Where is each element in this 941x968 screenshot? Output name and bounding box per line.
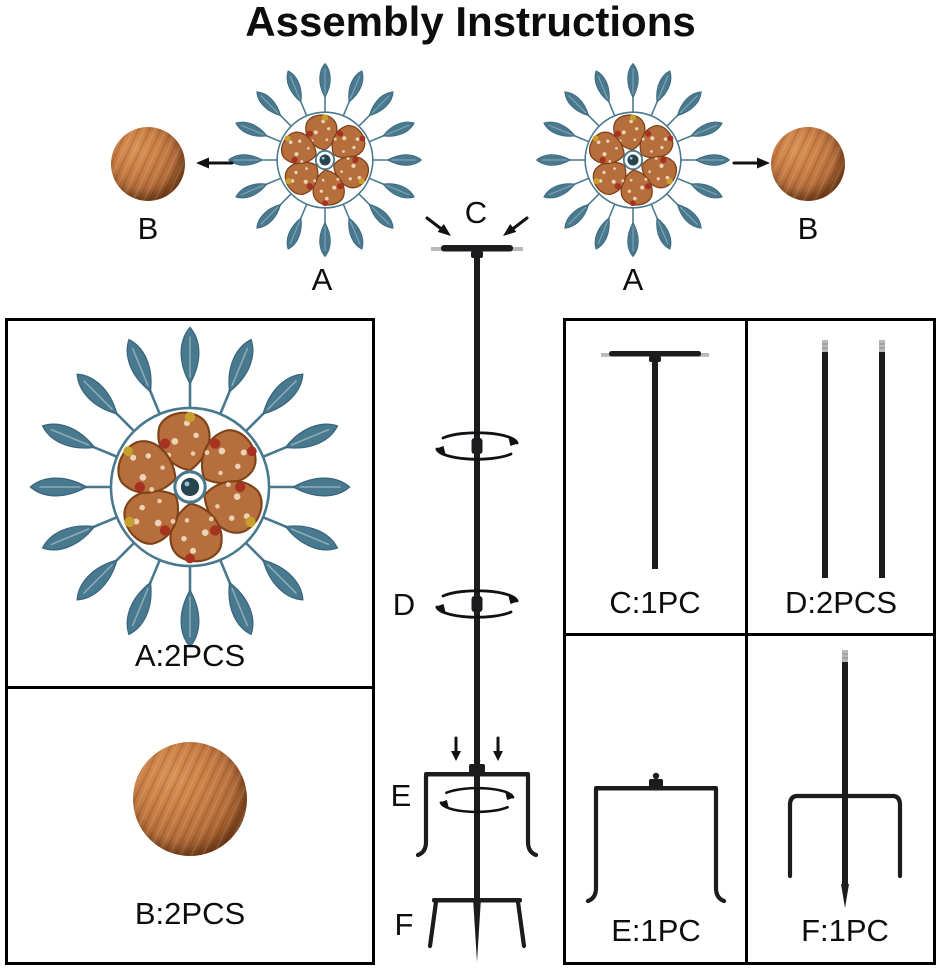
part-f-diagram	[787, 650, 903, 908]
label-c: C	[464, 195, 488, 230]
ball-b-sample	[133, 742, 247, 856]
label-b-left: B	[137, 211, 159, 246]
arrow-spinner-to-pole-left	[425, 216, 451, 236]
label-part-f: F:1PC	[801, 913, 889, 948]
stake-frame-in-assembly	[415, 757, 539, 858]
label-part-c: C:1PC	[609, 585, 701, 620]
part-c-diagram	[601, 351, 709, 569]
label-d: D	[392, 587, 416, 622]
panel-part-d	[745, 318, 936, 636]
part-d-diagram	[822, 340, 885, 578]
page-title: Assembly Instructions	[245, 0, 696, 45]
label-part-e: E:1PC	[611, 913, 701, 948]
arrow-to-ball-right	[732, 157, 770, 169]
panel-part-f	[745, 633, 936, 965]
spinner-a-left	[228, 63, 421, 256]
ball-b-right	[771, 127, 845, 201]
part-e-diagram	[585, 772, 727, 904]
label-b-right: B	[797, 211, 819, 246]
spinner-a-sample	[30, 327, 349, 646]
label-part-b: B:2PCS	[134, 896, 246, 931]
label-part-d: D:2PCS	[785, 585, 897, 620]
label-a-left: A	[311, 262, 333, 297]
ball-b-left	[111, 127, 185, 201]
label-e: E	[390, 778, 412, 813]
label-part-a: A:2PCS	[134, 638, 246, 673]
arrow-spinner-to-pole-right	[503, 216, 529, 236]
label-f: F	[394, 907, 414, 942]
pole-assembly-diagram	[415, 245, 539, 962]
ground-stake-in-assembly	[427, 898, 527, 962]
spinner-a-right	[536, 63, 729, 256]
label-a-right: A	[622, 262, 644, 297]
arrow-to-ball-left	[196, 157, 234, 169]
